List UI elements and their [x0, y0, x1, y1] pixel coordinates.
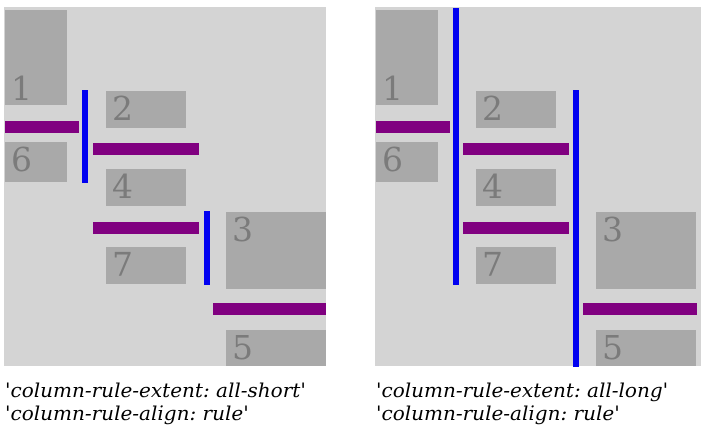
content-box-number: 7 — [112, 245, 133, 284]
row-spanner-rule — [463, 143, 569, 155]
caption-all-long: 'column-rule-extent: all-long''column-ru… — [376, 379, 668, 425]
caption-line: 'column-rule-extent: all-long' — [376, 378, 669, 402]
column-rule-all-short — [204, 211, 210, 285]
row-spanner-rule — [5, 121, 79, 133]
column-rule-all-long — [453, 8, 459, 285]
content-box-6: 6 — [376, 142, 438, 182]
row-spanner-rule — [463, 222, 569, 234]
caption-all-short: 'column-rule-extent: all-short''column-r… — [5, 379, 306, 425]
content-box-number: 3 — [232, 210, 253, 249]
column-rule-all-short — [82, 90, 88, 183]
content-box-number: 6 — [11, 140, 32, 179]
caption-line: 'column-rule-extent: all-short' — [5, 378, 306, 402]
content-box-number: 4 — [112, 167, 133, 206]
content-box-number: 1 — [382, 69, 403, 108]
row-spanner-rule — [583, 303, 697, 315]
content-box-2: 2 — [106, 91, 186, 128]
column-rule-all-long — [573, 90, 579, 367]
content-box-number: 1 — [11, 69, 32, 108]
content-box-4: 4 — [106, 169, 186, 206]
content-box-1: 1 — [5, 10, 67, 105]
content-box-number: 2 — [112, 89, 133, 128]
content-box-5: 5 — [596, 330, 696, 366]
content-box-number: 5 — [602, 328, 623, 367]
row-spanner-rule — [93, 222, 199, 234]
row-spanner-rule — [213, 303, 326, 315]
content-box-4: 4 — [476, 169, 556, 206]
content-box-5: 5 — [226, 330, 326, 366]
content-box-7: 7 — [476, 247, 556, 284]
content-box-number: 6 — [382, 140, 403, 179]
content-box-number: 2 — [482, 89, 503, 128]
caption-line: 'column-rule-align: rule' — [5, 401, 249, 425]
content-box-6: 6 — [5, 142, 67, 182]
row-spanner-rule — [93, 143, 199, 155]
content-box-3: 3 — [226, 212, 326, 289]
caption-line: 'column-rule-align: rule' — [376, 401, 620, 425]
content-box-number: 3 — [602, 210, 623, 249]
content-box-2: 2 — [476, 91, 556, 128]
row-spanner-rule — [376, 121, 450, 133]
content-box-7: 7 — [106, 247, 186, 284]
content-box-number: 7 — [482, 245, 503, 284]
content-box-1: 1 — [376, 10, 438, 105]
content-box-number: 4 — [482, 167, 503, 206]
content-box-3: 3 — [596, 212, 696, 289]
content-box-number: 5 — [232, 328, 253, 367]
